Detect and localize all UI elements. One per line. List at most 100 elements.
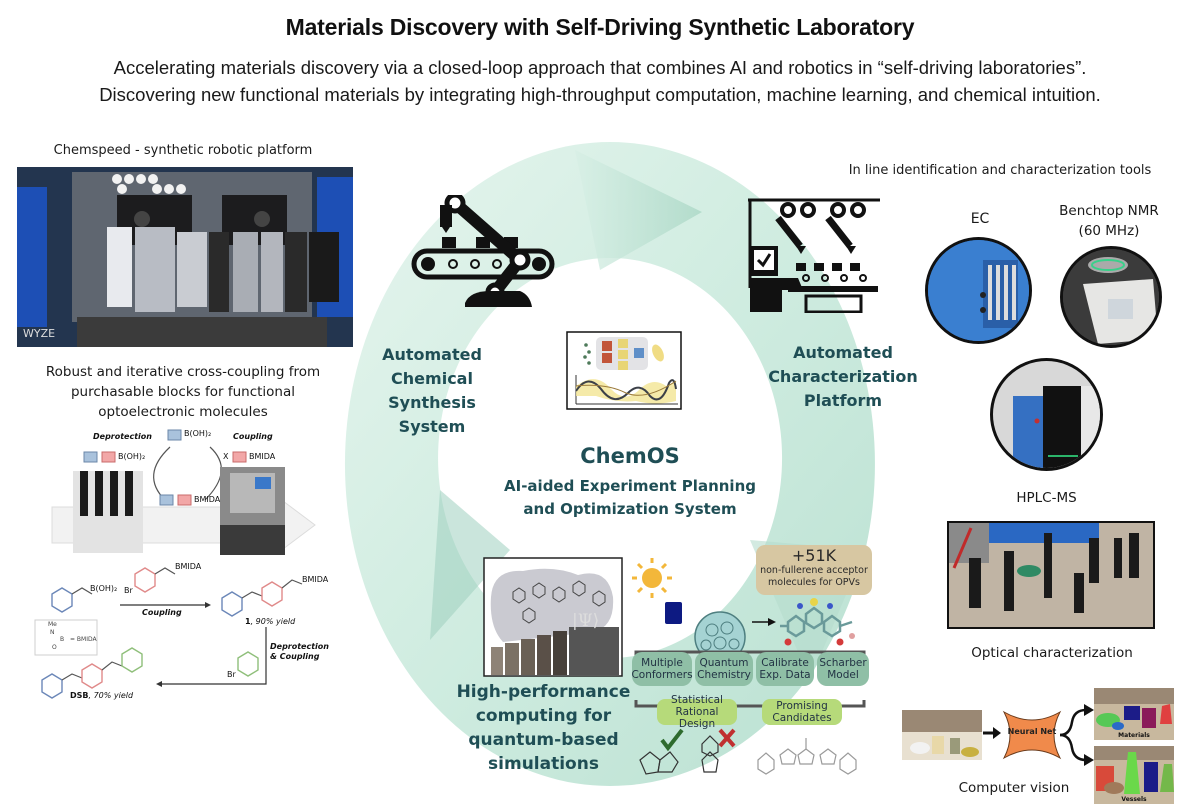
cycle-bottom-product: BMIDA <box>194 495 221 504</box>
page-title: Materials Discovery with Self-Driving Sy… <box>285 14 915 40</box>
cv-input-photo <box>902 710 982 760</box>
characterization-label-line-1: Automated <box>793 343 893 362</box>
coupling-label: Coupling <box>233 432 273 441</box>
cycle-right-reagent-prefix: X <box>223 452 229 461</box>
final-label: DSB <box>70 691 89 700</box>
product1-yield: , 90% yield <box>250 617 296 626</box>
step-line-2: Chemistry <box>697 669 751 681</box>
materials-label: Materials <box>1118 732 1150 739</box>
legend-b: B <box>60 636 65 643</box>
step-line-2: Conformers <box>631 669 693 681</box>
photo-watermark: WYZE <box>23 327 56 340</box>
step-line-1: Quantum <box>699 657 749 669</box>
neural-net-icon <box>1002 710 1062 760</box>
characterization-label-line-3: Platform <box>803 391 883 410</box>
chemspeed-photo: WYZE <box>17 167 353 347</box>
cv-materials-art <box>1094 688 1174 730</box>
hplc-ms-instrument-art <box>993 361 1100 468</box>
rejected-molecule-icon <box>639 735 719 775</box>
cv-materials-output: Materials <box>1094 688 1174 740</box>
candidate-molecule-icon <box>757 738 857 775</box>
synthesis-label-line-2: Chemical Synthesis <box>388 369 476 412</box>
iterative-cycle-schematic: Deprotection Coupling B(OH)₂ B(OH)₂ X BM… <box>40 425 330 555</box>
arrow2-label-line-2: & Coupling <box>270 652 320 661</box>
chemos-description-line-1: AI-aided Experiment Planning <box>504 477 756 495</box>
cv-input-art <box>902 710 982 760</box>
reagent-halide: Br <box>124 586 133 595</box>
cross-icon <box>718 728 736 748</box>
legend-eq: = BMIDA <box>70 636 97 643</box>
nmr-instrument-art <box>1063 249 1159 345</box>
cv-vessels-art <box>1094 746 1174 794</box>
legend-n: N <box>50 629 55 636</box>
ring-arrow-left <box>430 490 510 640</box>
ec-instrument-art <box>928 240 1029 341</box>
crosscoupling-caption-line-2: purchasable blocks for functional <box>70 384 296 400</box>
product1-label: 1 <box>245 617 251 626</box>
check-icon <box>660 728 684 752</box>
cv-vessels-output: Vessels <box>1094 746 1174 804</box>
acceptor-molecule-icon <box>780 598 855 646</box>
arrow2-label: Deprotection & Coupling <box>270 642 329 662</box>
step-line-1: Multiple <box>641 657 683 669</box>
ec-instrument-photo <box>925 237 1032 344</box>
deprotection-label: Deprotection <box>93 432 152 441</box>
outcome-line-1: Promising <box>776 700 828 712</box>
chemos-graphic <box>566 331 682 410</box>
nmr-label: Benchtop NMR (60 MHz) <box>1048 201 1170 241</box>
crosscoupling-caption-line-1: Robust and iterative cross-coupling from <box>45 364 321 380</box>
nmr-label-line-1: Benchtop NMR <box>1059 203 1159 219</box>
start-group: B(OH)₂ <box>90 584 118 593</box>
cycle-top-reagent: B(OH)₂ <box>184 429 212 438</box>
reagent-group: BMIDA <box>175 562 202 571</box>
characterization-platform-label: Automated Characterization Platform <box>768 341 918 413</box>
optical-setup-art <box>949 523 1153 627</box>
crosscoupling-caption: Robust and iterative cross-coupling from… <box>18 362 348 422</box>
step-line-1: Calibrate <box>761 657 809 669</box>
cycle-art <box>51 429 316 555</box>
final-yield: , 70% yield <box>88 691 134 700</box>
subtitle-line-2: Discovering new functional materials by … <box>99 84 1101 105</box>
legend-me: Me <box>48 621 57 628</box>
vessels-label: Vessels <box>1121 796 1147 803</box>
hpc-label-line-4: simulations <box>488 754 599 774</box>
automated-factory-icon <box>748 198 880 313</box>
candidate-count: +51K <box>791 546 837 565</box>
reaction-scheme: B(OH)₂ BMIDA Br Coupling BMIDA 1, 90% yi… <box>30 562 350 707</box>
hpc-label-line-1: High-performance <box>456 682 631 702</box>
step-line-2: Model <box>827 669 859 681</box>
chemos-title: ChemOS <box>580 444 680 468</box>
ec-label: EC <box>970 211 990 227</box>
computer-vision-label: Computer vision <box>958 780 1070 796</box>
candidate-count-desc-line-2: molecules for OPVs <box>768 577 860 588</box>
legend-o: O <box>52 644 57 651</box>
screening-pipeline-art <box>632 558 866 775</box>
cv-branch-arrows-icon <box>1060 704 1094 766</box>
step-line-1: Scharber <box>819 657 867 669</box>
chemspeed-photo-art <box>17 167 353 347</box>
final-caption: DSB, 70% yield <box>70 691 133 700</box>
step-line-2: Exp. Data <box>759 669 811 681</box>
chemos-description: AI-aided Experiment Planning and Optimiz… <box>490 475 770 521</box>
chemspeed-caption: Chemspeed - synthetic robotic platform <box>53 143 313 158</box>
hpc-label-line-2: computing for <box>475 706 612 726</box>
cycle-right-reagent: BMIDA <box>249 452 276 461</box>
robot-arm-icon <box>411 195 555 307</box>
optical-setup-photo <box>947 521 1155 629</box>
cycle-left-product: B(OH)₂ <box>118 452 146 461</box>
characterization-label-line-2: Characterization <box>768 367 918 386</box>
psi-symbol: |Ψ⟩ <box>572 611 600 631</box>
reaction-scheme-art <box>34 567 303 699</box>
nmr-instrument-photo <box>1060 246 1162 348</box>
neural-net-label: Neural Net <box>1007 727 1057 736</box>
outcome-line-1: Statistical <box>671 694 723 706</box>
subtitle-line-1: Accelerating materials discovery via a c… <box>113 57 1087 78</box>
candidate-count-badge: +51K non-fullerene acceptor molecules fo… <box>756 545 872 595</box>
arrow1-label: Coupling <box>142 608 182 617</box>
product1-caption: 1, 90% yield <box>245 617 295 626</box>
optical-characterization-label: Optical characterization <box>971 645 1133 661</box>
hplc-ms-label: HPLC-MS <box>1016 490 1077 506</box>
